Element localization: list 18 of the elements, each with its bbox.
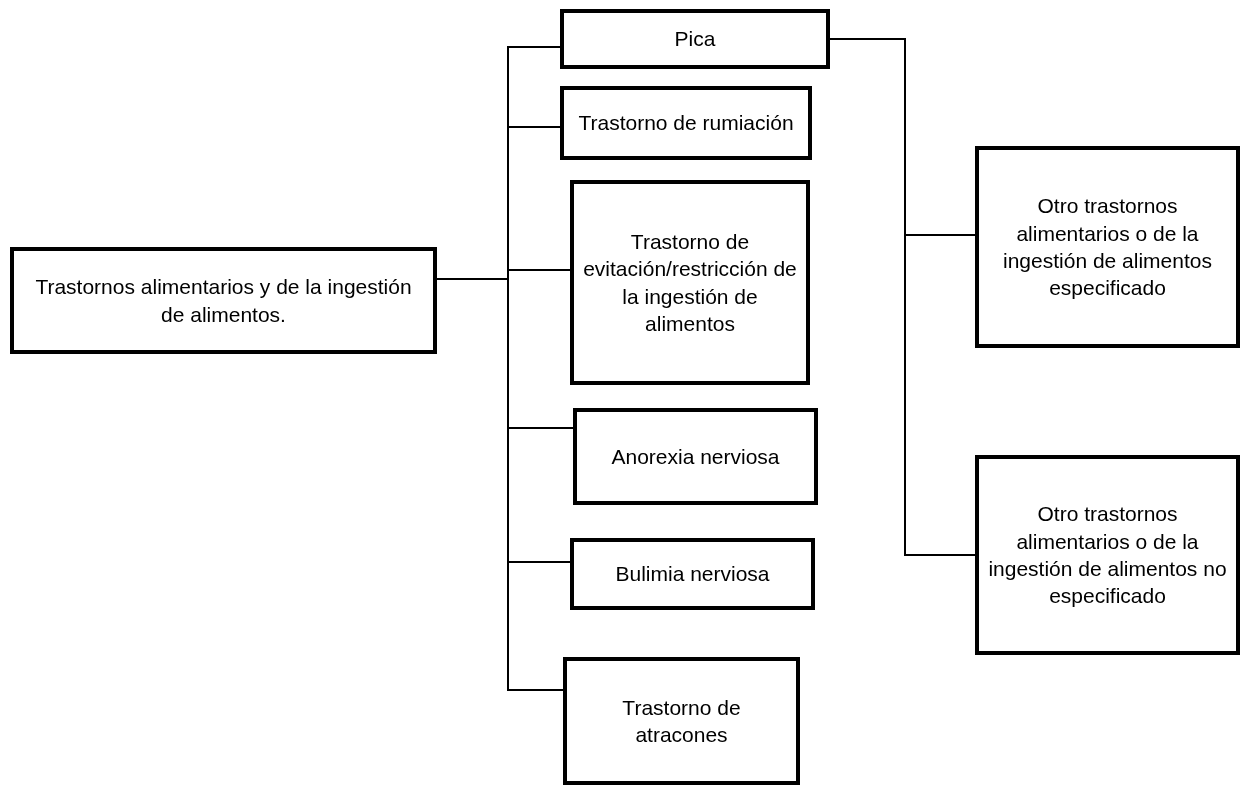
category-box <box>975 455 1240 655</box>
category-box <box>560 86 812 160</box>
box-label: Trastornos alimentarios y de la ingestión de alimentos. <box>34 274 413 328</box>
box-label: Trastorno de evitación/restricción de la ingestión de alimentos <box>582 228 798 337</box>
category-box <box>10 247 437 354</box>
box-label: Trastorno de rumiación <box>578 110 794 137</box>
category-box <box>570 538 815 610</box>
box-label: Otro trastornos alimentarios o de la ingestión de alimentos no especificado <box>987 501 1228 610</box>
category-box <box>975 146 1240 348</box>
box-label: Pica <box>674 26 716 53</box>
category-box <box>570 180 810 385</box>
box-label: Trastorno de atracones <box>621 694 742 748</box>
box-label: Otro trastornos alimentarios o de la ingestión de alimentos especificado <box>1002 193 1213 302</box>
category-box <box>560 9 830 69</box>
box-label: Bulimia nerviosa <box>615 561 770 588</box>
category-box <box>563 657 800 785</box>
category-box <box>573 408 818 505</box>
box-label: Anorexia nerviosa <box>611 443 780 470</box>
